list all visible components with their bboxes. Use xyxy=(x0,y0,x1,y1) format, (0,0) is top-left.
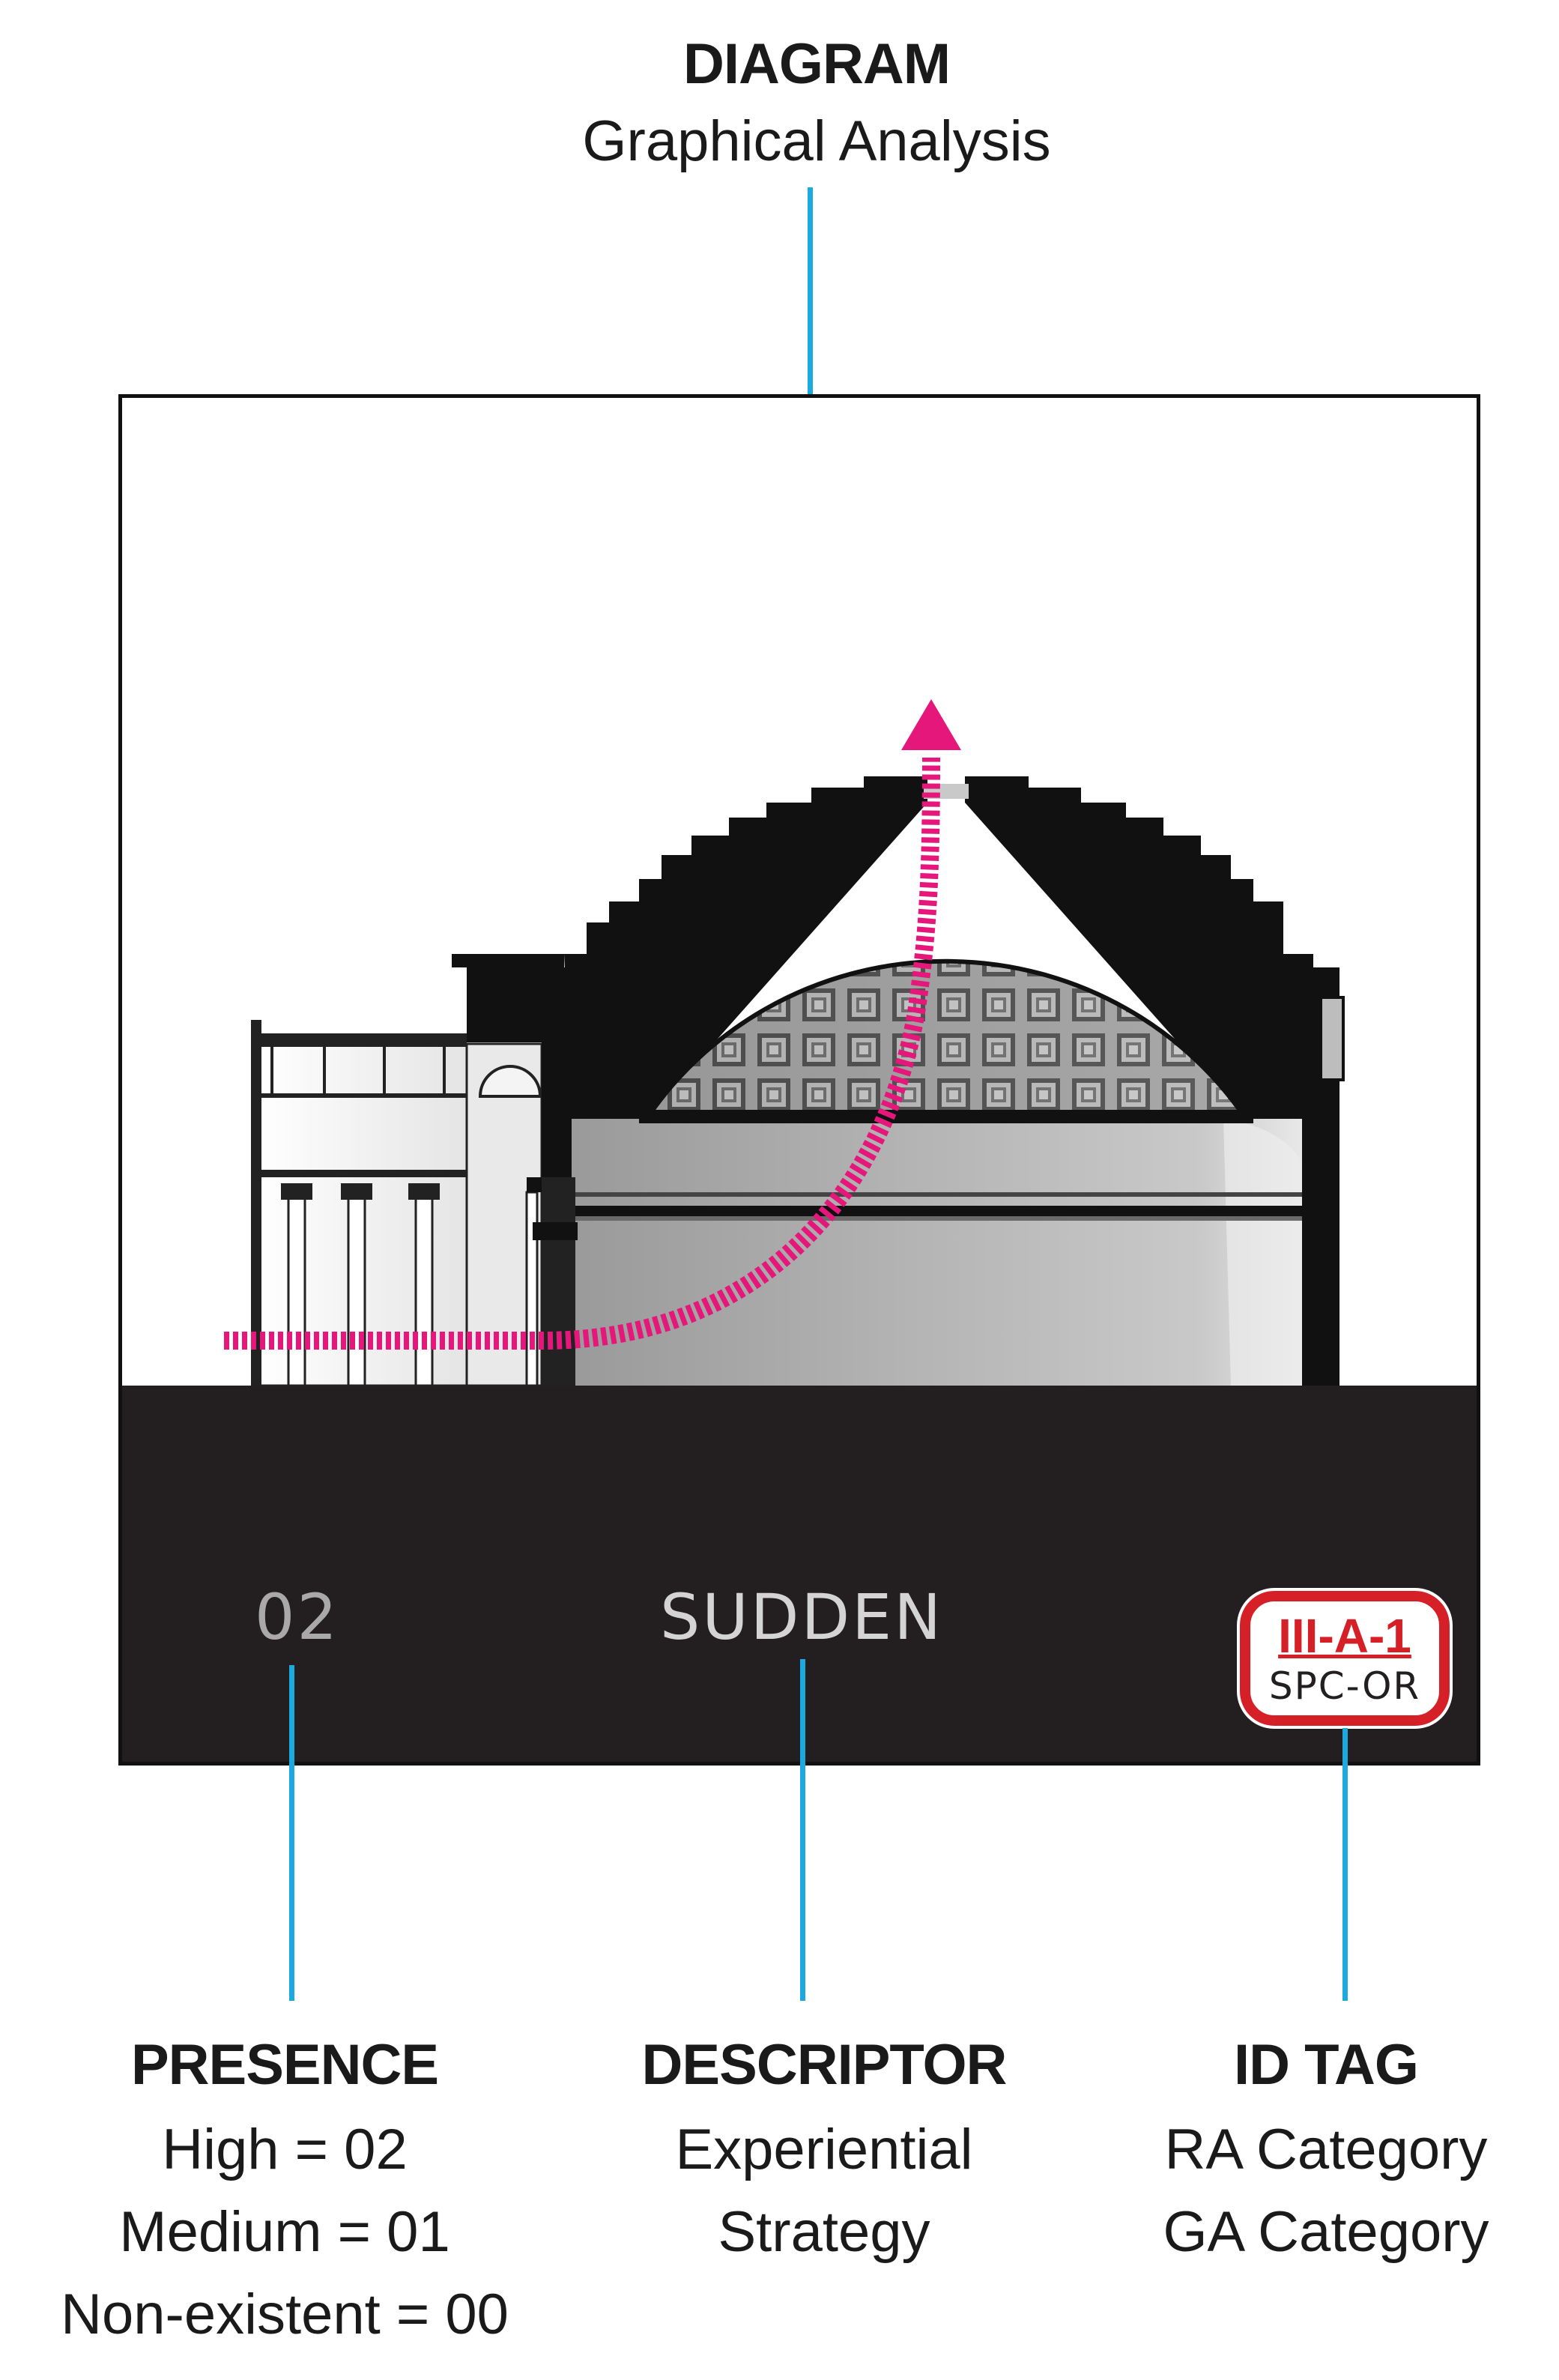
descriptor-legend: DESCRIPTOR Experiential Strategy xyxy=(554,2037,1094,2274)
presence-line-high: High = 02 xyxy=(162,2118,408,2181)
pantheon-section-illustration xyxy=(122,699,1477,1762)
presence-legend: PRESENCE High = 02 Medium = 01 Non-exist… xyxy=(15,2037,554,2356)
id-tag-heading: ID TAG xyxy=(1234,2033,1419,2097)
presence-heading: PRESENCE xyxy=(130,2033,439,2097)
diagram-frame xyxy=(118,394,1480,1766)
diagram-leader-line xyxy=(808,187,813,532)
diagram-subheading: Graphical Analysis xyxy=(582,109,1051,173)
light-path-line xyxy=(224,757,940,1350)
descriptor-line-1: Experiential xyxy=(675,2118,973,2181)
descriptor-line-2: Strategy xyxy=(718,2200,930,2264)
descriptor-heading: DESCRIPTOR xyxy=(641,2033,1008,2097)
presence-leader-line xyxy=(289,1665,294,2001)
id-tag-leader-line xyxy=(1342,1728,1348,2001)
id-tag-badge: III-A-1 SPC-OR xyxy=(1240,1591,1450,1726)
id-tag-legend: ID TAG RA Category GA Category xyxy=(1094,2037,1558,2274)
id-tag-line-1: RA Category xyxy=(1164,2118,1488,2181)
descriptor-value: SUDDEN xyxy=(659,1580,944,1654)
id-tag-line-2: GA Category xyxy=(1163,2200,1489,2264)
id-tag-sub: SPC-OR xyxy=(1268,1664,1421,1708)
id-tag-code: III-A-1 xyxy=(1278,1609,1411,1663)
descriptor-leader-line xyxy=(800,1659,805,2001)
up-arrow-icon xyxy=(901,699,961,750)
presence-value: 02 xyxy=(255,1580,339,1654)
presence-line-medium: Medium = 01 xyxy=(119,2200,450,2264)
presence-line-none: Non-existent = 00 xyxy=(61,2283,509,2346)
diagram-heading: DIAGRAM xyxy=(682,32,951,96)
